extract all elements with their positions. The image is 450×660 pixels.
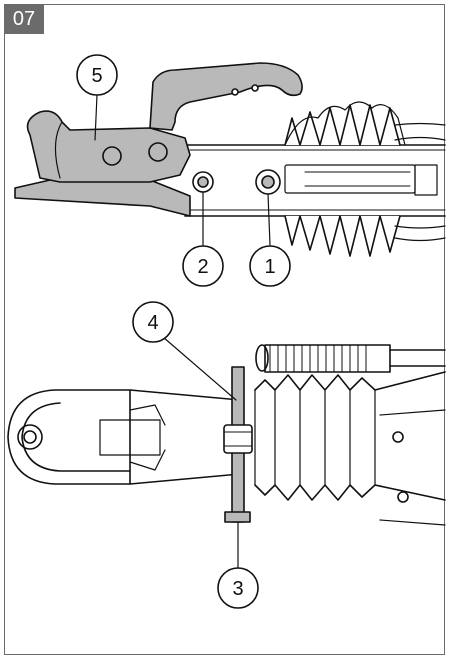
- callout-label-2: 2: [197, 256, 208, 278]
- illustration-frame: [4, 4, 445, 655]
- callout-4: [132, 301, 174, 343]
- callout-label-4: 4: [147, 312, 158, 334]
- callout-1: [249, 245, 291, 287]
- callout-5: [76, 54, 118, 96]
- callout-2: [182, 245, 224, 287]
- callout-label-1: 1: [264, 256, 275, 278]
- coupling-top-view: [7, 336, 446, 569]
- callout-label-5: 5: [91, 65, 102, 87]
- step-number-badge: 07: [4, 4, 44, 34]
- callout-label-3: 3: [232, 578, 243, 600]
- coupling-side-view: [14, 62, 446, 257]
- callout-3: [217, 567, 259, 609]
